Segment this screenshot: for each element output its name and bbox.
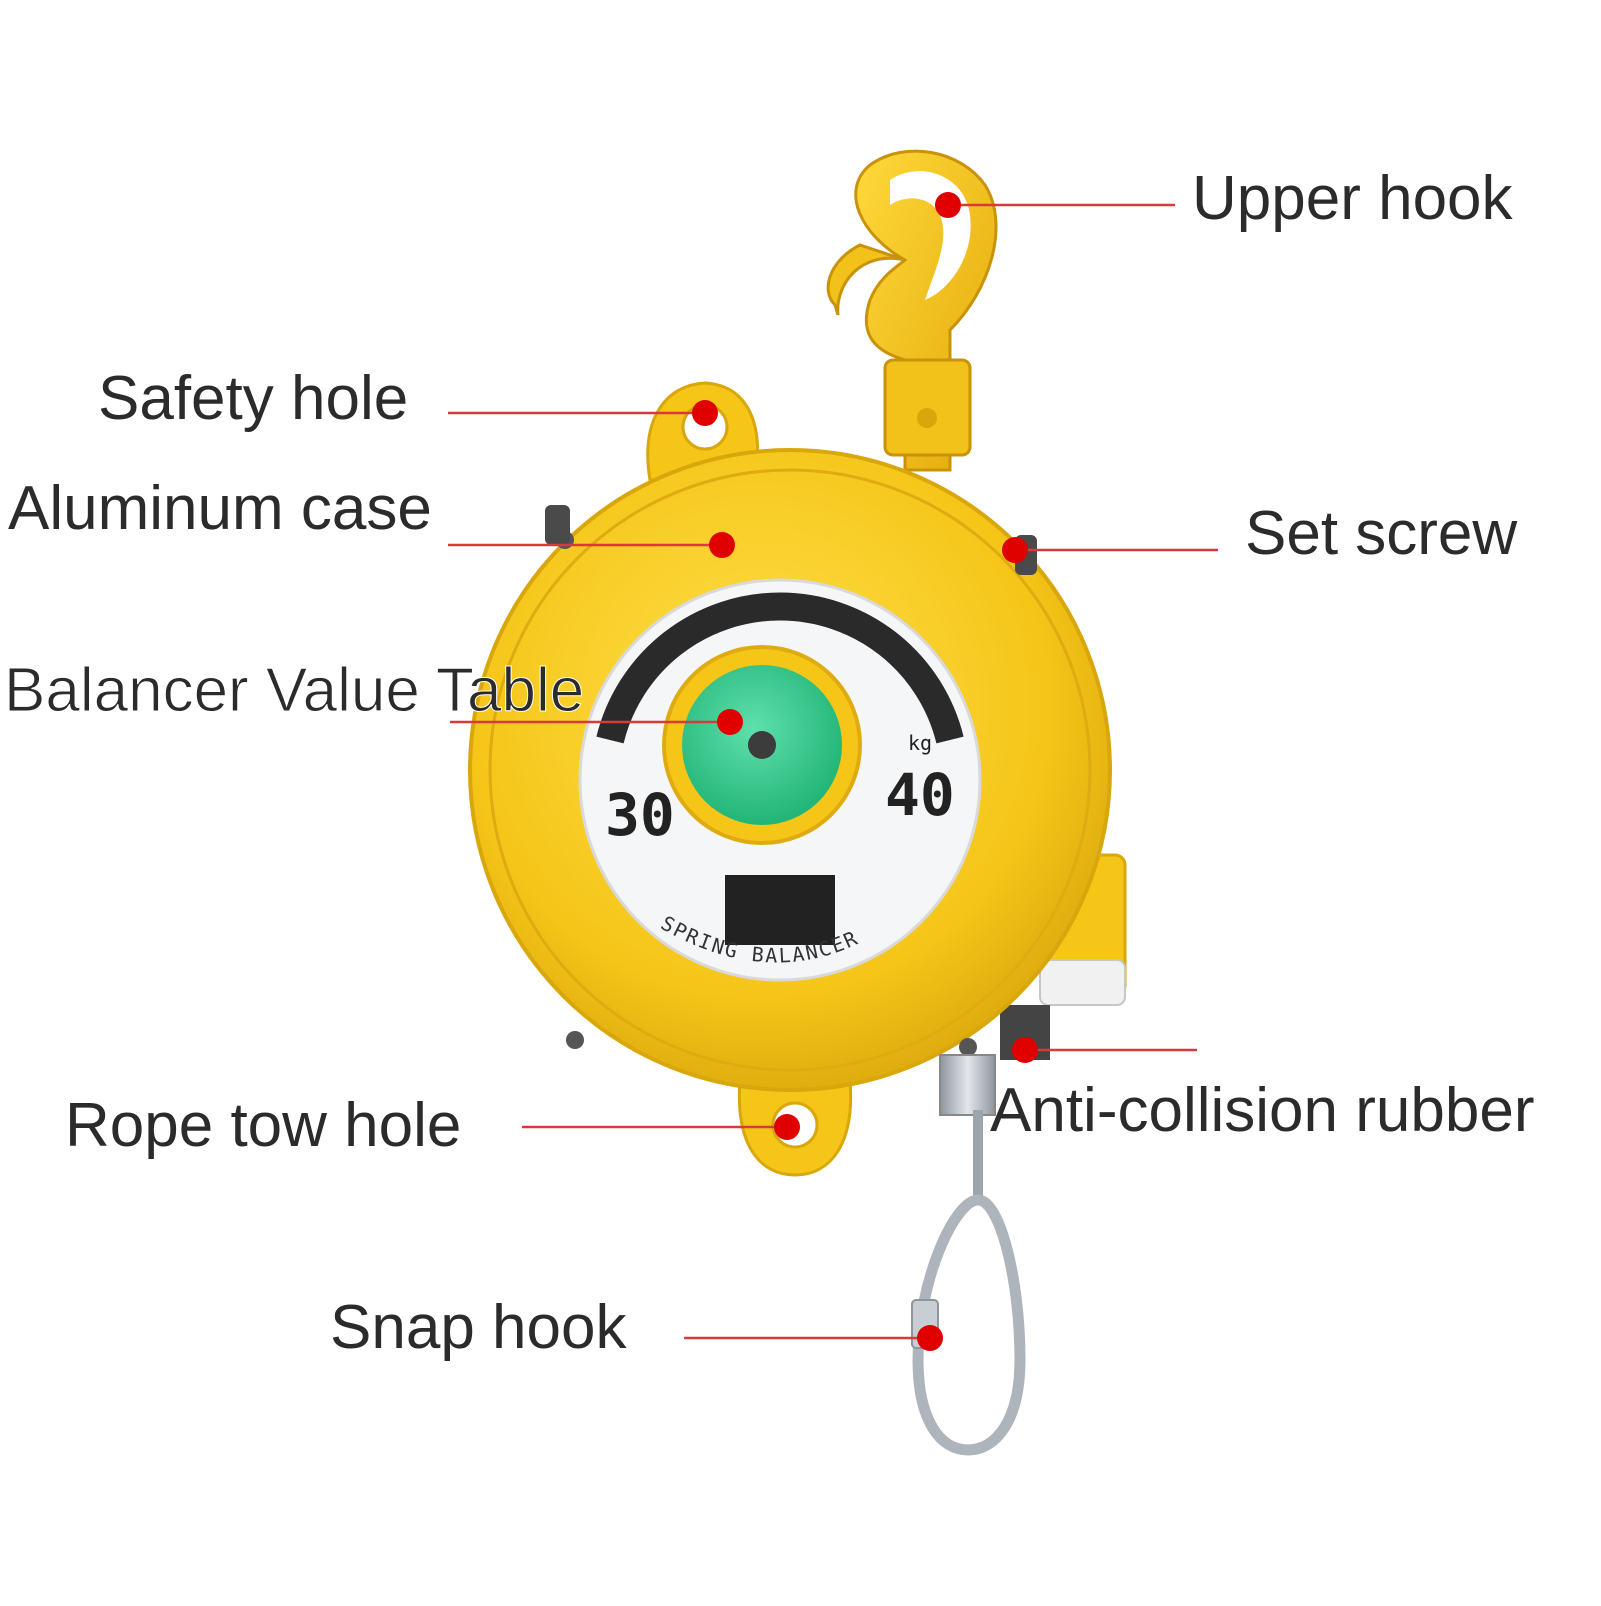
dial-unit: kg xyxy=(908,731,932,755)
leader-lines xyxy=(448,203,1218,1340)
dial-value-left: 30 xyxy=(605,781,675,849)
marker-safety-hole xyxy=(692,400,718,426)
steel-cable xyxy=(939,1054,996,1205)
dial-face: 30 40 kg SPRING BALANCER xyxy=(578,578,982,982)
snap-hook xyxy=(911,1194,1026,1456)
callout-markers xyxy=(692,192,1038,1351)
label-set-screw: Set screw xyxy=(1245,499,1518,568)
label-upper-hook: Upper hook xyxy=(1192,164,1513,233)
marker-aluminum-case xyxy=(709,532,735,558)
marker-balancer-value-table xyxy=(717,709,743,735)
label-anti-collision-rubber: Anti-collision rubber xyxy=(990,1076,1535,1145)
label-safety-hole: Safety hole xyxy=(98,364,409,433)
dial-value-right: 40 xyxy=(885,761,955,829)
upper-hook xyxy=(826,149,998,472)
dial-label-plate xyxy=(725,875,835,945)
marker-rope-tow-hole xyxy=(774,1114,800,1140)
marker-set-screw xyxy=(1002,537,1028,563)
label-snap-hook: Snap hook xyxy=(330,1293,627,1362)
label-aluminum-case: Aluminum case xyxy=(8,474,432,543)
label-rope-tow-hole: Rope tow hole xyxy=(65,1091,462,1160)
label-balancer-value-table: Balancer Value Table xyxy=(3,656,585,725)
marker-anti-collision-rubber xyxy=(1012,1037,1038,1063)
marker-snap-hook xyxy=(917,1325,943,1351)
marker-upper-hook xyxy=(935,192,961,218)
